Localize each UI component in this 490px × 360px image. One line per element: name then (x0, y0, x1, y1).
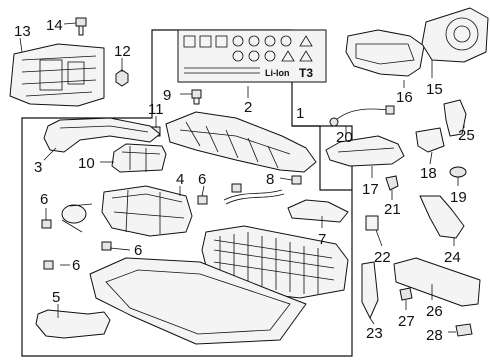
part-6-bolt-c (101, 241, 112, 251)
callout-3: 3 (34, 159, 42, 176)
part-24-bracket (419, 195, 465, 239)
part-16-duct (345, 29, 425, 77)
part-6-bolt-b (41, 219, 52, 229)
callout-12: 12 (114, 43, 131, 60)
part-19-grommet (449, 166, 467, 178)
part-7-bracket (287, 199, 349, 223)
part-2-label-sheet: Li-Ion T3 (177, 29, 327, 83)
callout-5: 5 (52, 289, 60, 306)
callout-11: 11 (148, 101, 164, 118)
part-3-upper-cover (43, 117, 161, 153)
callout-1: 1 (296, 105, 304, 122)
part-25-bracket (443, 99, 467, 137)
part-20-sensor (329, 105, 395, 127)
part-28-clip (455, 323, 473, 337)
code-text: T3 (299, 66, 313, 80)
callout-26: 26 (426, 303, 443, 320)
li-ion-text: Li-Ion (265, 68, 290, 78)
callout-25: 25 (458, 127, 475, 144)
part-17-bracket (325, 135, 405, 167)
part-4-frame (101, 185, 193, 237)
battery-tray (89, 257, 307, 345)
callout-6-a: 6 (198, 171, 206, 188)
part-10-junction-block (111, 143, 167, 173)
main-upper-case (165, 111, 317, 173)
callout-18: 18 (420, 165, 437, 182)
callout-4: 4 (176, 171, 184, 188)
part-5-bracket (35, 309, 111, 339)
callout-6-c: 6 (134, 242, 142, 259)
part-14-bolt (75, 17, 87, 36)
callout-13: 13 (14, 23, 31, 40)
callout-6-b: 6 (40, 191, 48, 208)
part-26-plate (393, 257, 481, 307)
callout-8: 8 (266, 171, 274, 188)
part-21-clip (385, 175, 399, 191)
callout-17: 17 (362, 181, 379, 198)
part-22-bracket (365, 215, 379, 231)
part-15-blower (421, 7, 489, 63)
callout-28: 28 (426, 327, 443, 344)
part-6-bolt-a (197, 195, 208, 205)
callout-9: 9 (163, 87, 171, 104)
callout-24: 24 (444, 249, 461, 266)
callout-14: 14 (46, 17, 63, 34)
callout-7: 7 (318, 231, 326, 248)
callout-22: 22 (374, 249, 391, 266)
callout-2: 2 (244, 99, 252, 116)
callout-6-d: 6 (72, 257, 80, 274)
callout-23: 23 (366, 325, 383, 342)
part-13-cover (9, 43, 105, 107)
leader-lines (19, 22, 465, 333)
callout-10: 10 (78, 155, 95, 172)
callout-16: 16 (396, 89, 413, 106)
sensor-left (61, 203, 93, 233)
callout-15: 15 (426, 81, 443, 98)
part-12-nut (115, 69, 129, 87)
part-23-bracket (361, 261, 379, 319)
part-18-bracket (415, 127, 445, 153)
wire-harness-center (223, 183, 285, 205)
callout-numbers: 13 14 12 9 11 2 1 3 10 4 6 8 6 6 6 5 7 2… (14, 17, 475, 344)
callout-21: 21 (384, 201, 401, 218)
assembly-frame-step (292, 125, 352, 191)
callout-27: 27 (398, 313, 415, 330)
part-27-clip (399, 287, 413, 301)
callout-20: 20 (336, 129, 353, 146)
part-8-bolt (291, 175, 302, 185)
part-9-bolt (191, 89, 202, 105)
callout-19: 19 (450, 189, 467, 206)
part-6-bolt-d (43, 260, 54, 270)
